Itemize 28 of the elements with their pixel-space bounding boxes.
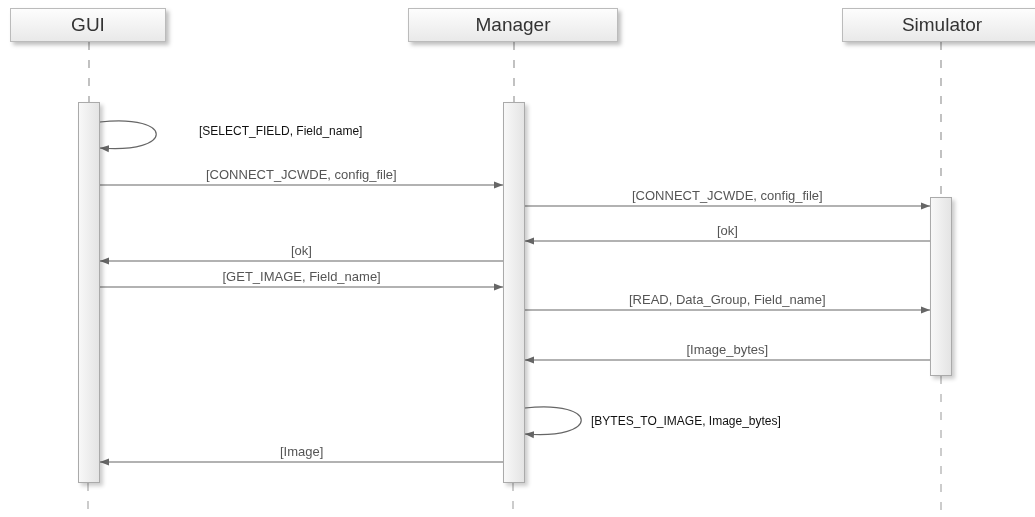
message-arrow — [99, 181, 504, 189]
message-label: [CONNECT_JCWDE, config_file] — [631, 188, 824, 203]
lifeline-header: Simulator — [842, 8, 1035, 42]
message-arrow — [524, 406, 582, 438]
activation-bar — [930, 197, 952, 376]
activation-bar — [503, 102, 525, 483]
message-label: [ok] — [716, 223, 739, 238]
lifeline — [88, 41, 90, 103]
lifeline-header: Manager — [408, 8, 618, 42]
message-arrow — [524, 306, 931, 314]
message-label: [GET_IMAGE, Field_name] — [221, 269, 382, 284]
message-arrow — [524, 237, 931, 245]
message-label: [Image] — [279, 444, 325, 459]
message-arrow — [99, 458, 504, 466]
message-label: [CONNECT_JCWDE, config_file] — [205, 167, 398, 182]
message-arrow — [99, 257, 504, 265]
message-label: [READ, Data_Group, Field_name] — [628, 292, 827, 307]
message-arrow — [99, 120, 157, 152]
message-label: [BYTES_TO_IMAGE, Image_bytes] — [590, 414, 782, 429]
message-label: [SELECT_FIELD, Field_name] — [198, 124, 364, 139]
activation-bar — [78, 102, 100, 483]
message-label: [ok] — [290, 243, 313, 258]
lifeline — [513, 41, 515, 103]
message-arrow — [524, 356, 931, 364]
message-arrow — [524, 202, 931, 210]
lifeline-header: GUI — [10, 8, 166, 42]
message-label: [Image_bytes] — [685, 342, 770, 357]
message-arrow — [99, 283, 504, 291]
